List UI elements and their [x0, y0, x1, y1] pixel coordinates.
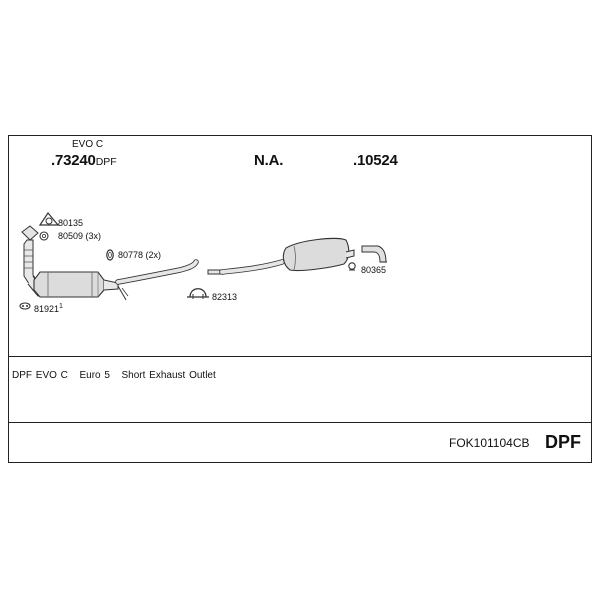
description-item-outlet: Short Exhaust Outlet: [121, 370, 216, 381]
label-81921-number: 81921: [34, 304, 60, 314]
label-80365: 80365: [361, 265, 387, 275]
clamp-82313-icon: [187, 288, 209, 299]
kit-code: FOK101104CB: [449, 436, 530, 450]
clamp-80365-icon: [348, 262, 356, 271]
description-item-euro: Euro 5: [79, 370, 110, 381]
label-81921-superscript: 1: [59, 303, 63, 310]
part-number-middle: N.A.: [254, 152, 284, 169]
diagram-frame: [8, 135, 592, 463]
clamp-80778-icon: [106, 249, 114, 261]
rear-silencer: [207, 237, 355, 275]
gasket-80135-icon: [38, 211, 60, 226]
front-pipe-dpf: [21, 225, 129, 301]
label-80135: 80135: [58, 218, 84, 228]
label-80509: 80509 (3x): [58, 231, 102, 241]
kit-type: DPF: [545, 432, 581, 452]
tailpipe: [361, 245, 387, 263]
label-81921: 819211: [34, 303, 63, 314]
intermediate-pipe: [115, 259, 199, 285]
hanger-81921-icon: [19, 302, 31, 310]
part-number-front: .73240DPF: [51, 153, 117, 169]
nut-80509-icon: [39, 231, 49, 241]
label-82313: 82313: [212, 292, 238, 302]
description-row: DPF EVO C Euro 5 Short Exhaust Outlet: [12, 371, 216, 381]
divider-footer: [8, 422, 592, 423]
variant-label: EVO C: [72, 139, 104, 150]
part-number-front-suffix: DPF: [95, 156, 117, 168]
divider-description: [8, 356, 592, 357]
part-number-front-main: .73240: [51, 152, 96, 169]
description-item-dpf: DPF EVO C: [12, 370, 68, 381]
label-80778: 80778 (2x): [118, 250, 162, 260]
part-number-rear: .10524: [353, 152, 398, 169]
